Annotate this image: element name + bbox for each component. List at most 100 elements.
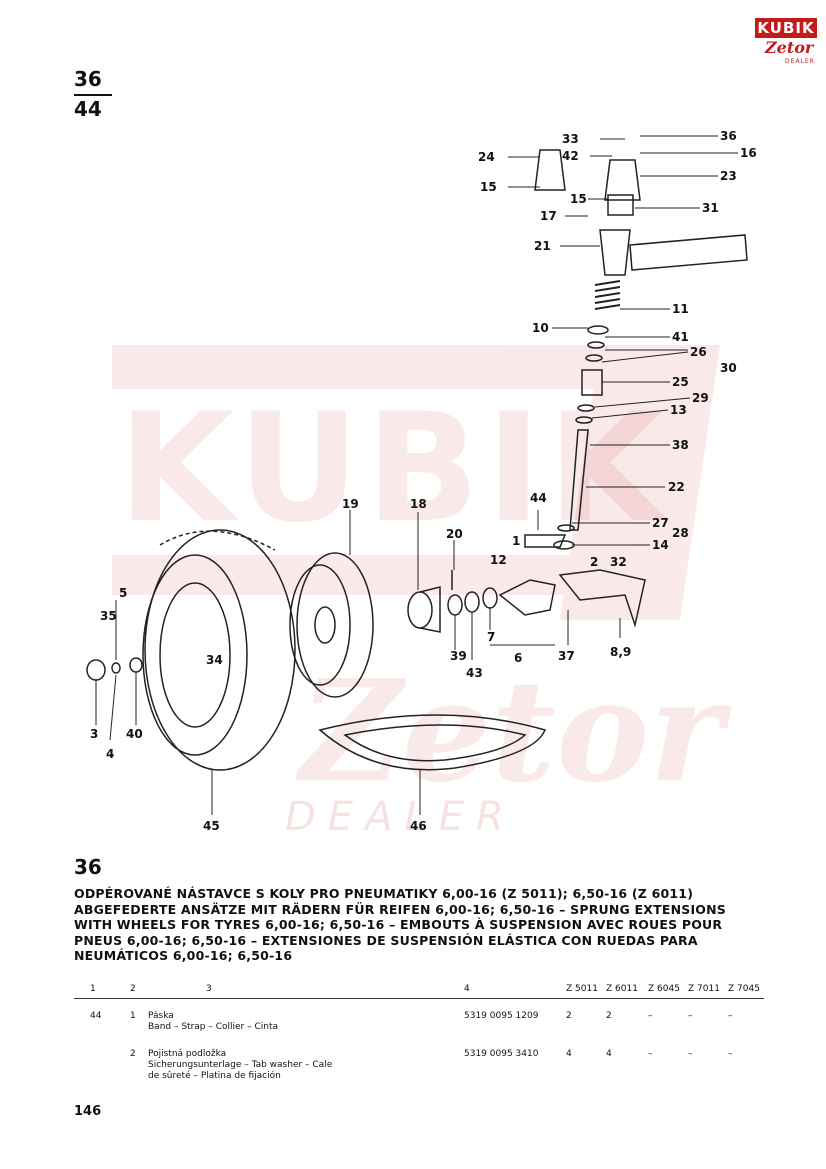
row-description: Pojistná podložka Sicherungsunterlage – … — [148, 1049, 418, 1082]
header-col-4: 4 — [464, 984, 470, 994]
row-z5011: 2 — [566, 1011, 572, 1021]
page-reference: 36 44 — [74, 68, 120, 120]
row-part-number: 5319 0095 3410 — [464, 1049, 539, 1059]
kubik-zetor-logo: KUBIK Zetor DEALER — [755, 18, 819, 74]
page-ref-bottom: 44 — [74, 97, 102, 121]
row-qty: 1 — [130, 1011, 136, 1021]
callout-5: 5 — [119, 586, 127, 600]
logo-zetor: Zetor — [765, 38, 814, 57]
callout-21: 21 — [534, 239, 551, 253]
section-title: ODPÉROVANÉ NÁSTAVCE S KOLY PRO PNEUMATIK… — [74, 886, 744, 964]
callout-14: 14 — [652, 538, 669, 552]
callout-10: 10 — [532, 321, 549, 335]
logo-dealer: DEALER — [785, 58, 815, 65]
callout-40: 40 — [126, 727, 143, 741]
callout-19: 19 — [342, 497, 359, 511]
row-qty: 2 — [130, 1049, 136, 1059]
callout-43: 43 — [466, 666, 483, 680]
page-number: 146 — [74, 1104, 102, 1119]
row-z6011: 2 — [606, 1011, 612, 1021]
callout-42: 42 — [562, 149, 579, 163]
title-line-de-en: ABGEFEDERTE ANSÄTZE MIT RÄDERN FÜR REIFE… — [74, 901, 727, 917]
callout-27: 27 — [652, 516, 669, 530]
callout-39: 39 — [450, 649, 467, 663]
row-z6011: 4 — [606, 1049, 612, 1059]
header-col-2: 2 — [130, 984, 136, 994]
callout-3: 3 — [90, 727, 98, 741]
desc-line: de sûreté – Platina de fijación — [148, 1071, 281, 1081]
callout-37: 37 — [558, 649, 575, 663]
row-ref: 44 — [90, 1011, 102, 1021]
section-number: 36 — [74, 855, 102, 879]
callout-15a: 15 — [480, 180, 497, 194]
table-header: 1 2 3 4 Z 5011 Z 6011 Z 6045 Z 7011 Z 70… — [74, 984, 764, 999]
header-z7045: Z 7045 — [728, 984, 760, 994]
callout-38: 38 — [672, 438, 689, 452]
callout-34: 34 — [206, 653, 223, 667]
callout-17: 17 — [540, 209, 557, 223]
callout-33: 33 — [562, 132, 579, 146]
row-z6045: – — [648, 1049, 653, 1059]
diagram-lines — [86, 149, 748, 771]
callout-24: 24 — [478, 150, 495, 164]
callout-26: 26 — [690, 345, 707, 359]
callout-2: 2 — [590, 555, 598, 569]
desc-line: Pojistná podložka — [148, 1049, 227, 1059]
header-z6045: Z 6045 — [648, 984, 680, 994]
row-z7011: – — [688, 1011, 693, 1021]
callout-22: 22 — [668, 480, 685, 494]
callout-35: 35 — [100, 609, 117, 623]
callout-15b: 15 — [570, 192, 587, 206]
callout-45: 45 — [203, 819, 220, 833]
callout-31: 31 — [702, 201, 719, 215]
callout-16: 16 — [740, 146, 757, 160]
header-z5011: Z 5011 — [566, 984, 598, 994]
exploded-parts-diagram: 33 36 42 16 24 23 15 15 31 17 21 11 10 4… — [86, 129, 757, 833]
header-col-1: 1 — [90, 984, 96, 994]
leader-lines — [95, 135, 738, 815]
row-z5011: 4 — [566, 1049, 572, 1059]
title-line-es: NEUMÁTICOS 6,00-16; 6,50-16 — [74, 948, 293, 963]
callout-6: 6 — [514, 651, 522, 665]
callout-1: 1 — [512, 534, 520, 548]
callout-36: 36 — [720, 129, 737, 143]
callout-8-9: 8,9 — [610, 645, 631, 659]
callout-41: 41 — [672, 330, 689, 344]
row-description: Páska Band – Strap – Collier – Cinta — [148, 1011, 418, 1033]
page-ref-top: 36 — [74, 67, 102, 91]
title-line-fr-es: PNEUS 6,00-16; 6,50-16 – EXTENSIONES DE … — [74, 932, 698, 948]
callout-23: 23 — [720, 169, 737, 183]
title-line-cz: ODPÉROVANÉ NÁSTAVCE S KOLY PRO PNEUMATIK… — [74, 886, 694, 901]
header-col-3: 3 — [206, 984, 212, 994]
row-z7011: – — [688, 1049, 693, 1059]
callout-32: 32 — [610, 555, 627, 569]
callout-30: 30 — [720, 361, 737, 375]
callout-13: 13 — [670, 403, 687, 417]
desc-line: Sicherungsunterlage – Tab washer – Cale — [148, 1060, 333, 1070]
callout-20: 20 — [446, 527, 463, 541]
callout-28: 28 — [672, 526, 689, 540]
row-part-number: 5319 0095 1209 — [464, 1011, 539, 1021]
desc-line: Páska — [148, 1011, 174, 1021]
desc-line: Band – Strap – Collier – Cinta — [148, 1022, 279, 1032]
callout-4: 4 — [106, 747, 114, 761]
callout-labels: 33 36 42 16 24 23 15 15 31 17 21 11 10 4… — [90, 129, 757, 833]
parts-table: 1 2 3 4 Z 5011 Z 6011 Z 6045 Z 7011 Z 70… — [74, 984, 764, 1089]
callout-44: 44 — [530, 491, 547, 505]
title-line-en-fr: WITH WHEELS FOR TYRES 6,00-16; 6,50-16 –… — [74, 917, 723, 932]
table-row: 44 1 Páska Band – Strap – Collier – Cint… — [74, 1011, 764, 1049]
callout-46: 46 — [410, 819, 427, 833]
row-z6045: – — [648, 1011, 653, 1021]
callout-12: 12 — [490, 553, 507, 567]
callout-11: 11 — [672, 302, 689, 316]
callout-18: 18 — [410, 497, 427, 511]
header-z6011: Z 6011 — [606, 984, 638, 994]
page-ref-divider — [74, 94, 112, 96]
header-z7011: Z 7011 — [688, 984, 720, 994]
row-z7045: – — [728, 1011, 733, 1021]
callout-25: 25 — [672, 375, 689, 389]
callout-29: 29 — [692, 391, 709, 405]
callout-7: 7 — [487, 630, 495, 644]
table-row: 2 Pojistná podložka Sicherungsunterlage … — [74, 1049, 764, 1089]
